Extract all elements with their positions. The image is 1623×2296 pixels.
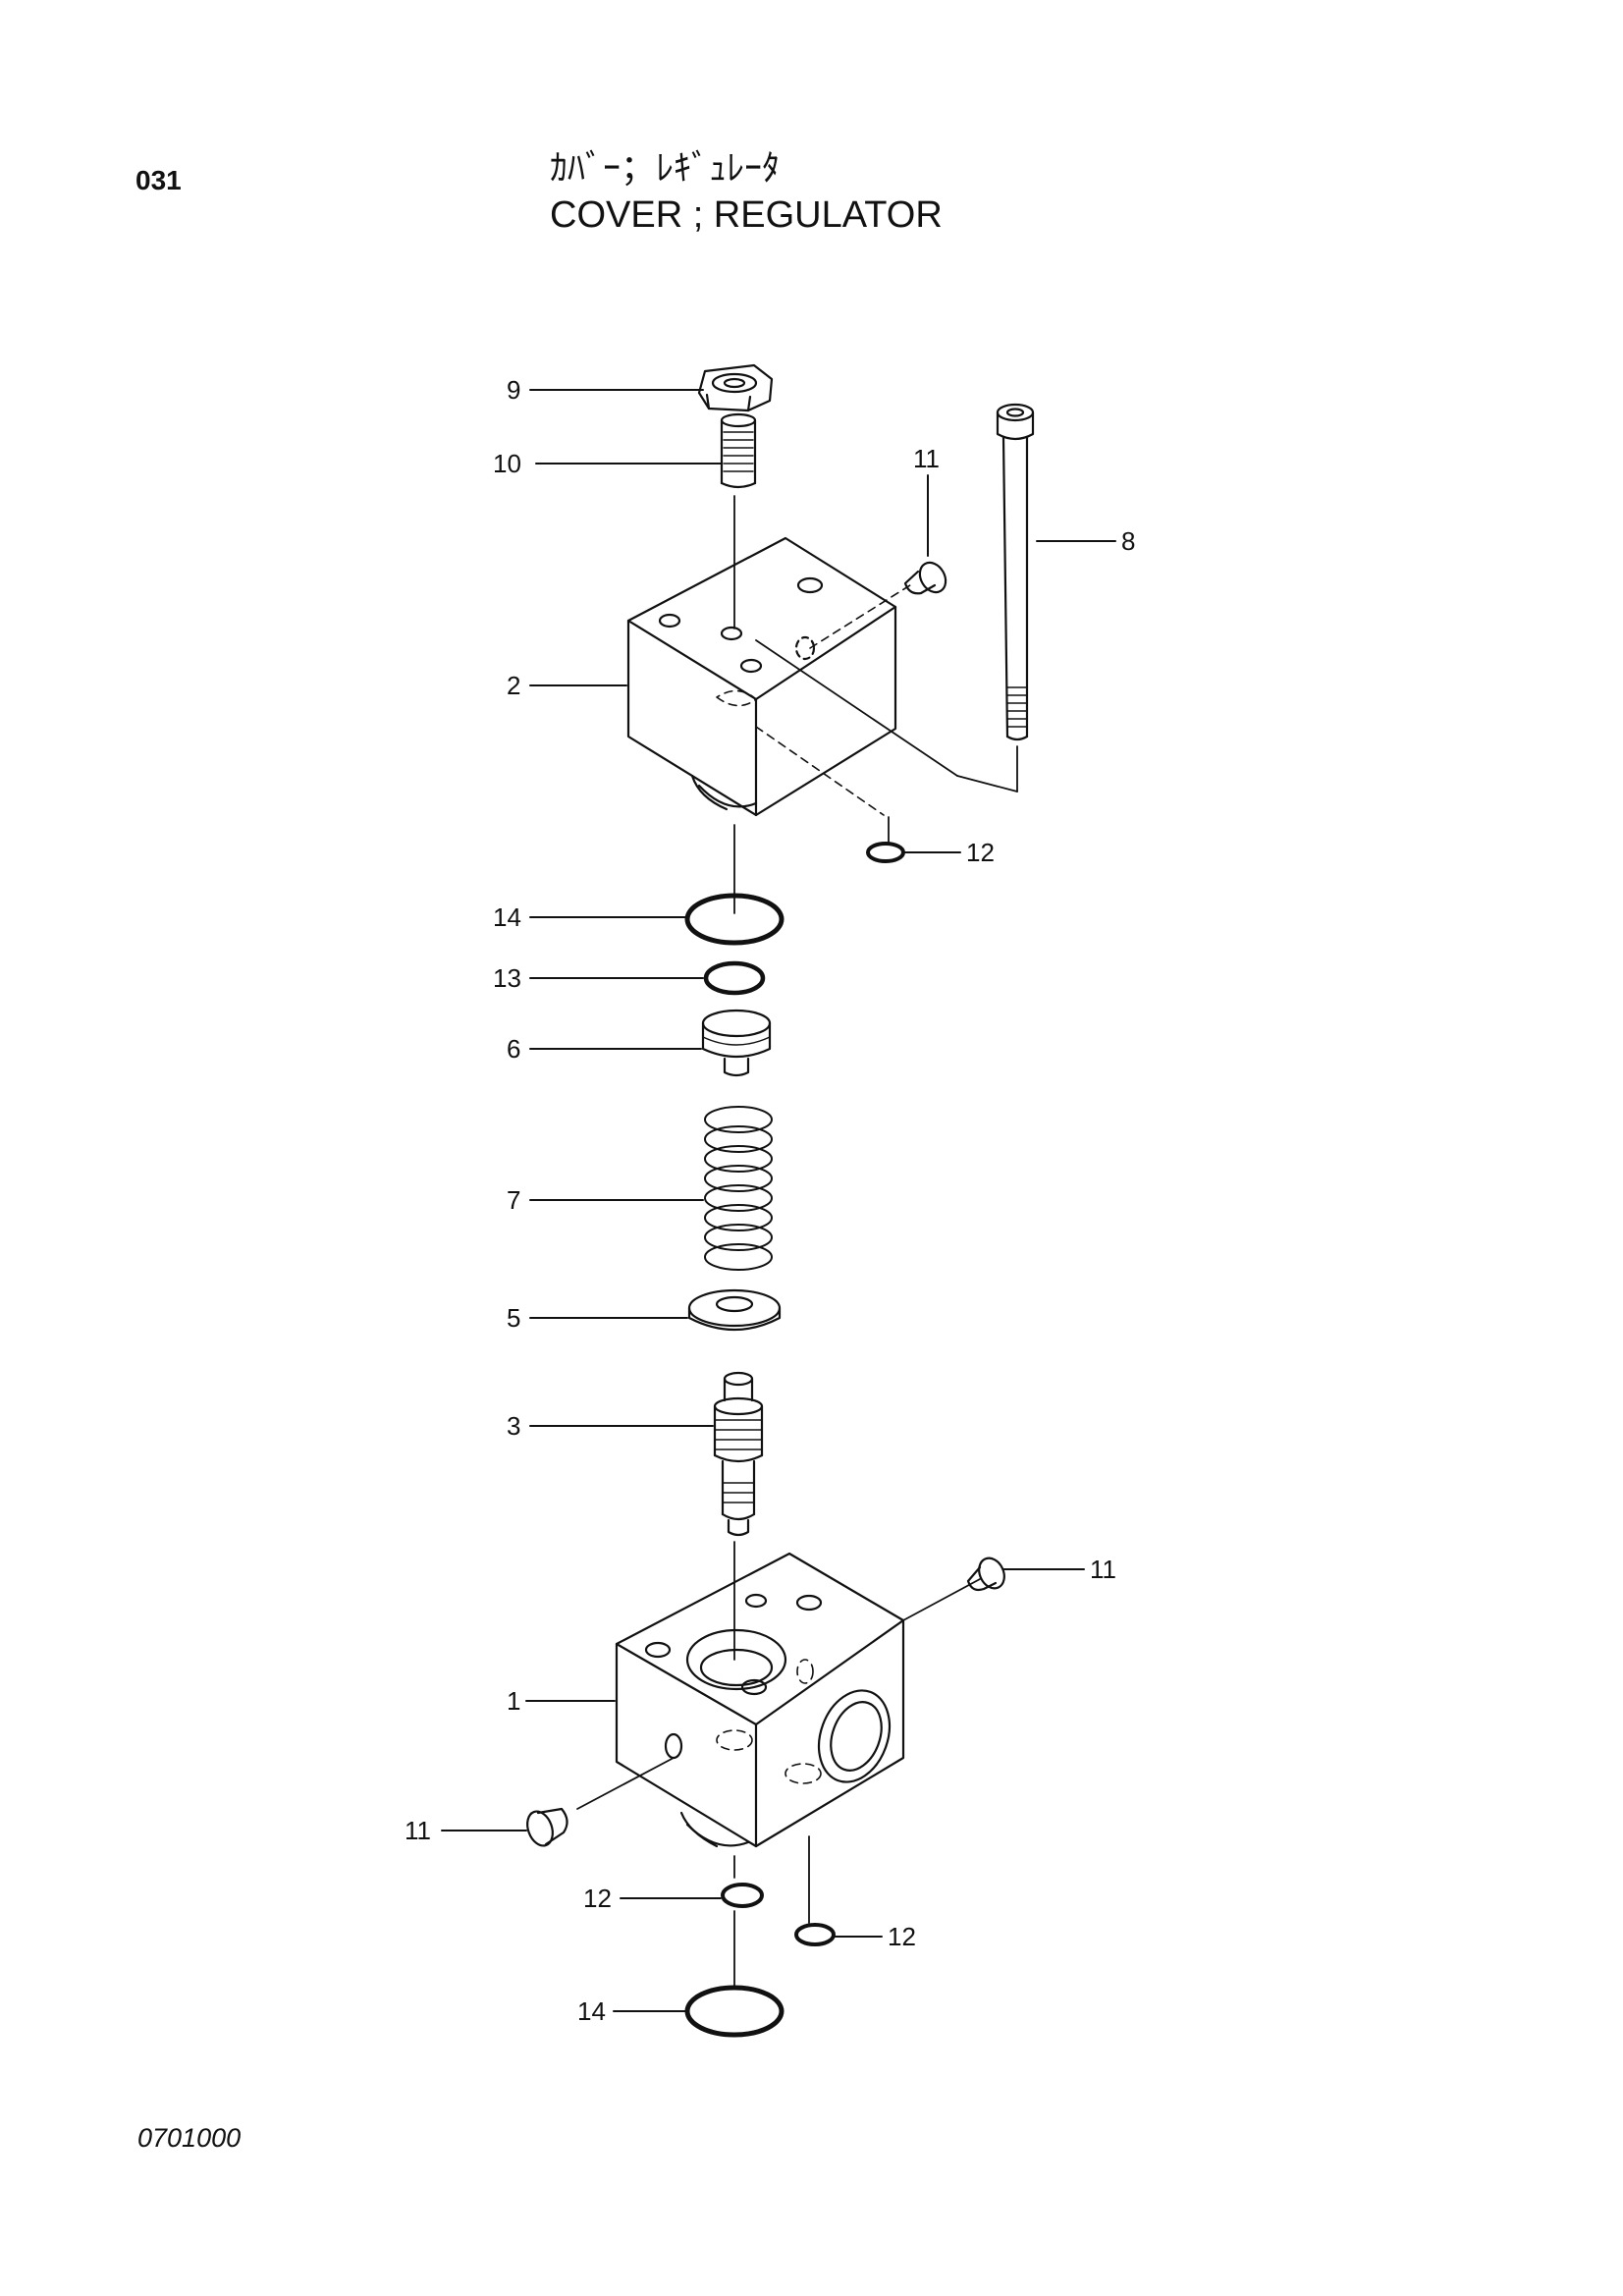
callout-12-mid: 12 [583,1884,612,1913]
part-11-plug-right [966,1557,1005,1592]
part-14-oring-bottom [684,1985,784,2038]
part-8-socket-bolt [996,403,1035,741]
part-12-oring-mid [721,1883,764,1908]
title-japanese: ｶﾊﾞｰ；ﾚｷﾞｭﾚｰﾀ [550,148,781,189]
callout-3: 3 [507,1411,520,1441]
part-5-washer [687,1288,782,1332]
part-11-plug-top [903,561,947,595]
callout-14-top: 14 [493,902,521,932]
callout-9: 9 [507,375,520,405]
part-13-oring [703,960,766,996]
callout-7: 7 [507,1185,520,1215]
callout-8: 8 [1121,526,1135,556]
callout-13: 13 [493,963,521,993]
part-11-plug-left [526,1807,568,1847]
part-12-oring-right [794,1923,836,1946]
callout-12-top: 12 [966,838,995,867]
callout-14-bottom: 14 [577,1996,606,2026]
callout-10: 10 [493,449,521,478]
callout-12-right: 12 [888,1922,916,1951]
part-6-spring-seat [701,1009,772,1077]
callout-11-right: 11 [1090,1555,1116,1584]
callout-11-left: 11 [405,1816,431,1845]
page-number: 031 [135,165,182,195]
title-english: COVER ; REGULATOR [550,194,943,236]
part-12-oring-top [866,842,905,863]
part-3-spool [713,1371,764,1537]
part-7-spring [704,1106,773,1271]
callout-1: 1 [507,1686,520,1716]
callout-2: 2 [507,671,520,700]
callout-6: 6 [507,1034,520,1064]
part-1-body-block [615,1552,905,1848]
part-10-set-screw [720,412,757,489]
callout-11-top: 11 [913,444,940,473]
callout-5: 5 [507,1303,520,1333]
document-code: 0701000 [137,2123,242,2153]
part-9-hex-nut [697,363,774,412]
part-2-cover-block [626,536,897,817]
